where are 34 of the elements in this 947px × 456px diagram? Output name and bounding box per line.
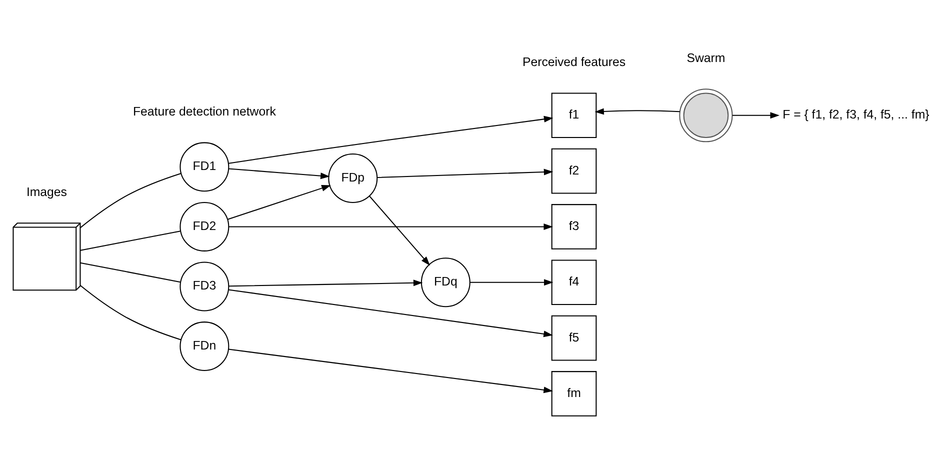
node-circle: FDp [328,154,378,203]
label: Images [26,184,67,199]
node-circle: FD2 [180,202,230,252]
connector [80,262,181,283]
node-box: f3 [551,204,597,250]
arrow [228,223,553,230]
node-text: F = { f1, f2, f3, f4, f5, ... fm} [782,108,930,122]
connector [80,172,182,228]
arrow [470,279,554,286]
node-box: f2 [551,148,597,194]
node-circle: FD1 [180,142,230,192]
connector [80,285,182,340]
label: Swarm [686,50,726,65]
arrow [732,112,780,119]
node-box: f4 [551,260,597,306]
arrow [228,289,553,338]
arrow [228,116,554,164]
node-circle: FDq [420,258,470,308]
arrow [228,348,553,394]
label: Perceived features [522,55,626,69]
arrow [369,196,430,266]
node-box: fm [551,371,597,416]
node-circle: FD3 [180,262,230,312]
arrow [594,108,680,115]
node-box: f1 [551,92,597,138]
node-box: f5 [551,315,597,361]
arrow [228,280,423,287]
node-circle: FDn [180,322,230,372]
arrow [228,168,330,180]
label: Feature detection network [132,104,276,118]
arrow [228,185,331,220]
connector [80,230,181,251]
arrow [377,168,554,178]
node-circle [679,88,733,142]
